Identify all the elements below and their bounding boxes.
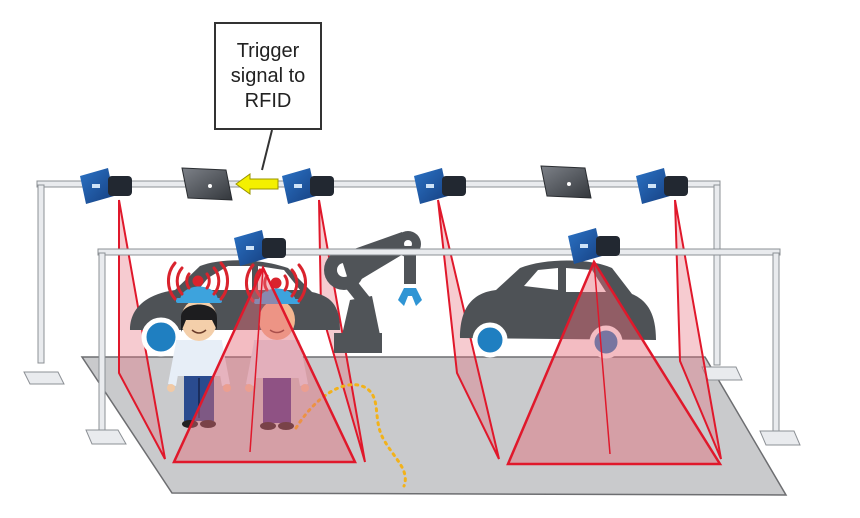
scan-zone-front-right bbox=[506, 259, 723, 466]
movement-path bbox=[294, 383, 407, 488]
trigger-callout: Trigger signal to RFID bbox=[214, 22, 322, 130]
scan-zone-back-right-2 bbox=[674, 199, 722, 460]
lidar-camera-icon bbox=[282, 168, 334, 204]
lidar-camera-icon bbox=[568, 228, 620, 264]
lidar-camera-icon bbox=[414, 168, 466, 204]
scan-zone-front-left bbox=[172, 265, 357, 464]
robot-arm-icon bbox=[324, 231, 422, 353]
floor bbox=[80, 356, 788, 496]
rfid-reader-icon bbox=[540, 165, 592, 199]
car-icon bbox=[460, 260, 656, 359]
worker-icon bbox=[245, 288, 309, 430]
rfid-reader-icon bbox=[181, 167, 233, 201]
callout-pointer bbox=[261, 129, 273, 171]
lidar-camera-icon bbox=[80, 168, 132, 204]
arrow-left-icon bbox=[235, 173, 279, 195]
back-gantry bbox=[23, 180, 743, 385]
lidar-camera-icon bbox=[234, 230, 286, 266]
signal-wave-icon bbox=[167, 261, 229, 301]
front-gantry bbox=[85, 248, 801, 446]
callout-text: Trigger signal to RFID bbox=[230, 39, 306, 112]
worker-icon bbox=[167, 286, 231, 428]
lidar-camera-icon bbox=[636, 168, 688, 204]
